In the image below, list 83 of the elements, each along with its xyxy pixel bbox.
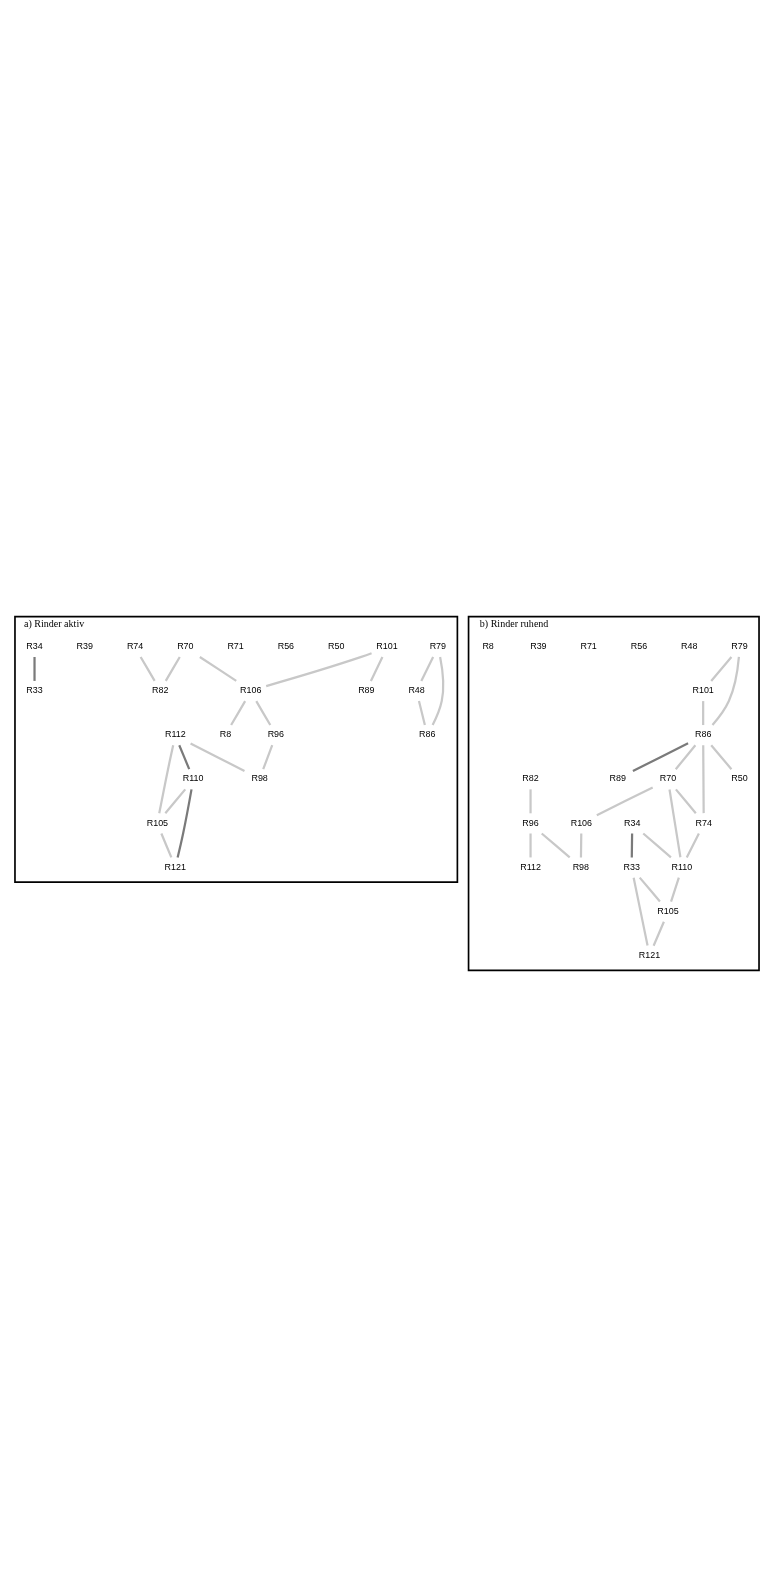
node-text: R82 xyxy=(522,773,539,784)
connector xyxy=(632,742,689,773)
connector xyxy=(164,788,187,815)
connector xyxy=(262,744,274,770)
connector xyxy=(710,744,733,770)
connector xyxy=(199,656,237,682)
node-text: R34 xyxy=(624,817,641,828)
connector xyxy=(139,656,156,682)
node-text: R89 xyxy=(358,685,375,696)
node-text: R89 xyxy=(609,773,626,784)
node-text: R71 xyxy=(580,640,597,651)
connector xyxy=(596,786,654,817)
node-text: R8 xyxy=(482,640,494,651)
connector xyxy=(420,656,435,682)
node-text: R98 xyxy=(251,773,268,784)
node-text: R86 xyxy=(419,729,436,740)
connector xyxy=(33,656,36,681)
connector xyxy=(638,876,661,903)
connector xyxy=(176,789,193,858)
node-text: R74 xyxy=(695,817,712,828)
node-text: R79 xyxy=(429,640,447,651)
node-text: R50 xyxy=(327,640,345,651)
node-text: R33 xyxy=(623,861,640,872)
node-text: R121 xyxy=(164,861,186,872)
node-text: R82 xyxy=(152,685,169,696)
node-text: R106 xyxy=(240,685,262,696)
node-text: R98 xyxy=(572,861,590,872)
node-text: R79 xyxy=(731,640,748,651)
connector xyxy=(670,877,680,902)
connector xyxy=(431,656,445,726)
connector xyxy=(529,789,532,814)
connector xyxy=(702,745,705,814)
node-text: R74 xyxy=(126,640,144,651)
node-text: R34 xyxy=(26,640,43,651)
connector xyxy=(710,656,733,682)
node-text: R106 xyxy=(570,817,593,828)
connector xyxy=(417,700,426,726)
node-text: R112 xyxy=(164,729,186,740)
node-text: R56 xyxy=(630,640,648,651)
node-text: R86 xyxy=(694,729,712,740)
node-text: R110 xyxy=(671,861,693,872)
node-text: R39 xyxy=(76,640,93,651)
node-text: R105 xyxy=(657,905,679,916)
connector xyxy=(255,700,272,726)
connector xyxy=(632,877,649,946)
connector xyxy=(190,742,245,772)
connector xyxy=(685,833,700,858)
connector xyxy=(369,656,384,682)
connector xyxy=(541,832,571,859)
node-text: R70 xyxy=(659,773,677,784)
connector xyxy=(630,833,634,858)
node-text: R101 xyxy=(692,685,714,696)
connector xyxy=(158,744,175,814)
connector xyxy=(652,921,665,947)
connector xyxy=(529,833,532,858)
connector xyxy=(711,656,741,726)
node-text: R121 xyxy=(638,949,661,960)
node-text: R39 xyxy=(530,640,547,651)
node-text: R112 xyxy=(520,861,541,872)
node-text: R70 xyxy=(177,640,194,651)
connector xyxy=(178,744,191,770)
node-text: R33 xyxy=(26,685,43,696)
node-text: R96 xyxy=(267,729,285,740)
connector xyxy=(265,652,372,688)
node-text: R50 xyxy=(731,773,748,784)
connector xyxy=(230,700,247,726)
connector xyxy=(674,744,697,770)
node-text: R110 xyxy=(182,773,204,784)
connector xyxy=(668,789,682,858)
connector xyxy=(702,701,705,726)
node-text: R56 xyxy=(277,640,295,651)
node-text: R8 xyxy=(219,729,232,740)
connector xyxy=(642,832,672,859)
connector xyxy=(579,833,583,858)
node-text: R48 xyxy=(681,640,698,651)
node-text: R71 xyxy=(227,640,244,651)
connector xyxy=(160,833,173,858)
node-text: R101 xyxy=(376,640,398,651)
node-text: R96 xyxy=(522,817,539,828)
connector xyxy=(164,656,181,682)
node-text: R48 xyxy=(408,685,425,696)
connector xyxy=(675,788,697,815)
node-text: R105 xyxy=(146,817,169,828)
